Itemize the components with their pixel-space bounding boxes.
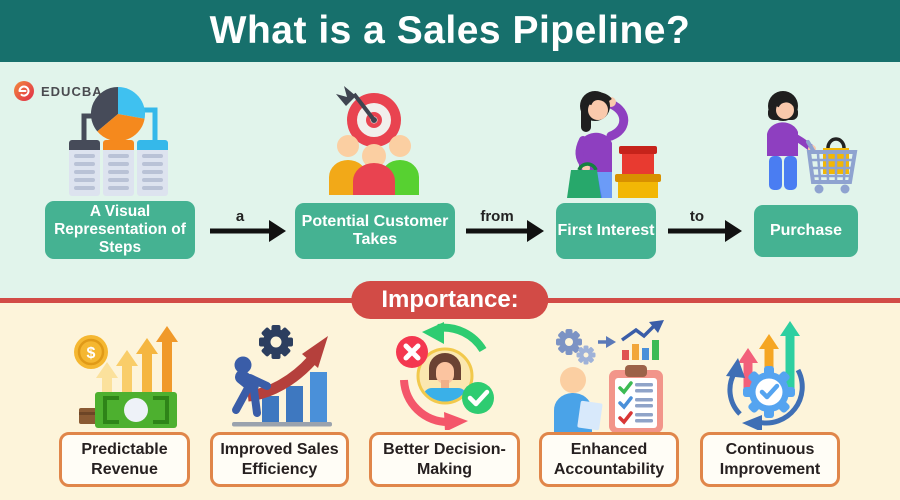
target-customers-icon [329, 86, 419, 195]
connector-label: a [235, 208, 245, 225]
arrow-head-icon [725, 220, 742, 242]
step-box-first-interest: First Interest [556, 203, 656, 259]
connector-label: to [689, 208, 705, 225]
educba-logo-icon [14, 81, 34, 101]
page-title: What is a Sales Pipeline? [209, 9, 691, 52]
importance-label-text: Better Decision-Making [383, 440, 506, 478]
continuous-improvement-icon [726, 321, 805, 430]
brand-logo: EDUCBA [13, 80, 103, 102]
importance-label-continuous-improvement: Continuous Improvement [700, 432, 840, 487]
sales-efficiency-icon [232, 325, 332, 427]
importance-label-text: Improved Sales Efficiency [220, 440, 339, 478]
importance-label-predictable-revenue: Predictable Revenue [59, 432, 190, 487]
importance-label-text: Continuous Improvement [719, 440, 821, 478]
step-box-potential-customer: Potential Customer Takes [295, 203, 455, 259]
brand-name: EDUCBA [41, 83, 103, 99]
step-box-visual-representation: A Visual Representation of Steps [45, 201, 195, 259]
accountability-checklist-icon [553, 320, 664, 433]
arrow-head-icon [527, 220, 544, 242]
importance-label-accountability: Enhanced Accountability [539, 432, 679, 487]
pie-chart-report-icon [69, 86, 168, 196]
decision-making-icon [396, 322, 494, 430]
arrow-head-icon [269, 220, 286, 242]
arrow-shaft [466, 228, 528, 234]
revenue-growth-icon: $ [74, 326, 178, 428]
svg-text:$: $ [87, 345, 96, 362]
step-box-purchase: Purchase [754, 205, 858, 257]
importance-label-text: Enhanced Accountability [553, 440, 665, 478]
header-bar: What is a Sales Pipeline? [0, 0, 900, 62]
shopper-with-boxes-icon [567, 91, 661, 198]
arrow-shaft [668, 228, 726, 234]
step-label: First Interest [557, 221, 655, 239]
importance-banner: Importance: [351, 281, 549, 319]
shopper-with-cart-icon [767, 91, 858, 194]
step-label: Potential Customer Takes [301, 212, 449, 248]
connector-label: from [480, 208, 514, 225]
importance-label-text: Predictable Revenue [81, 440, 168, 478]
importance-label-sales-efficiency: Improved Sales Efficiency [210, 432, 349, 487]
arrow-shaft [210, 228, 270, 234]
step-label: A Visual Representation of Steps [54, 203, 186, 256]
flow-arrow-from: from [464, 201, 544, 261]
flow-arrow-a: a [208, 201, 286, 261]
step-label: Purchase [769, 221, 843, 239]
importance-label-decision-making: Better Decision-Making [369, 432, 520, 487]
flow-arrow-to: to [666, 201, 742, 261]
